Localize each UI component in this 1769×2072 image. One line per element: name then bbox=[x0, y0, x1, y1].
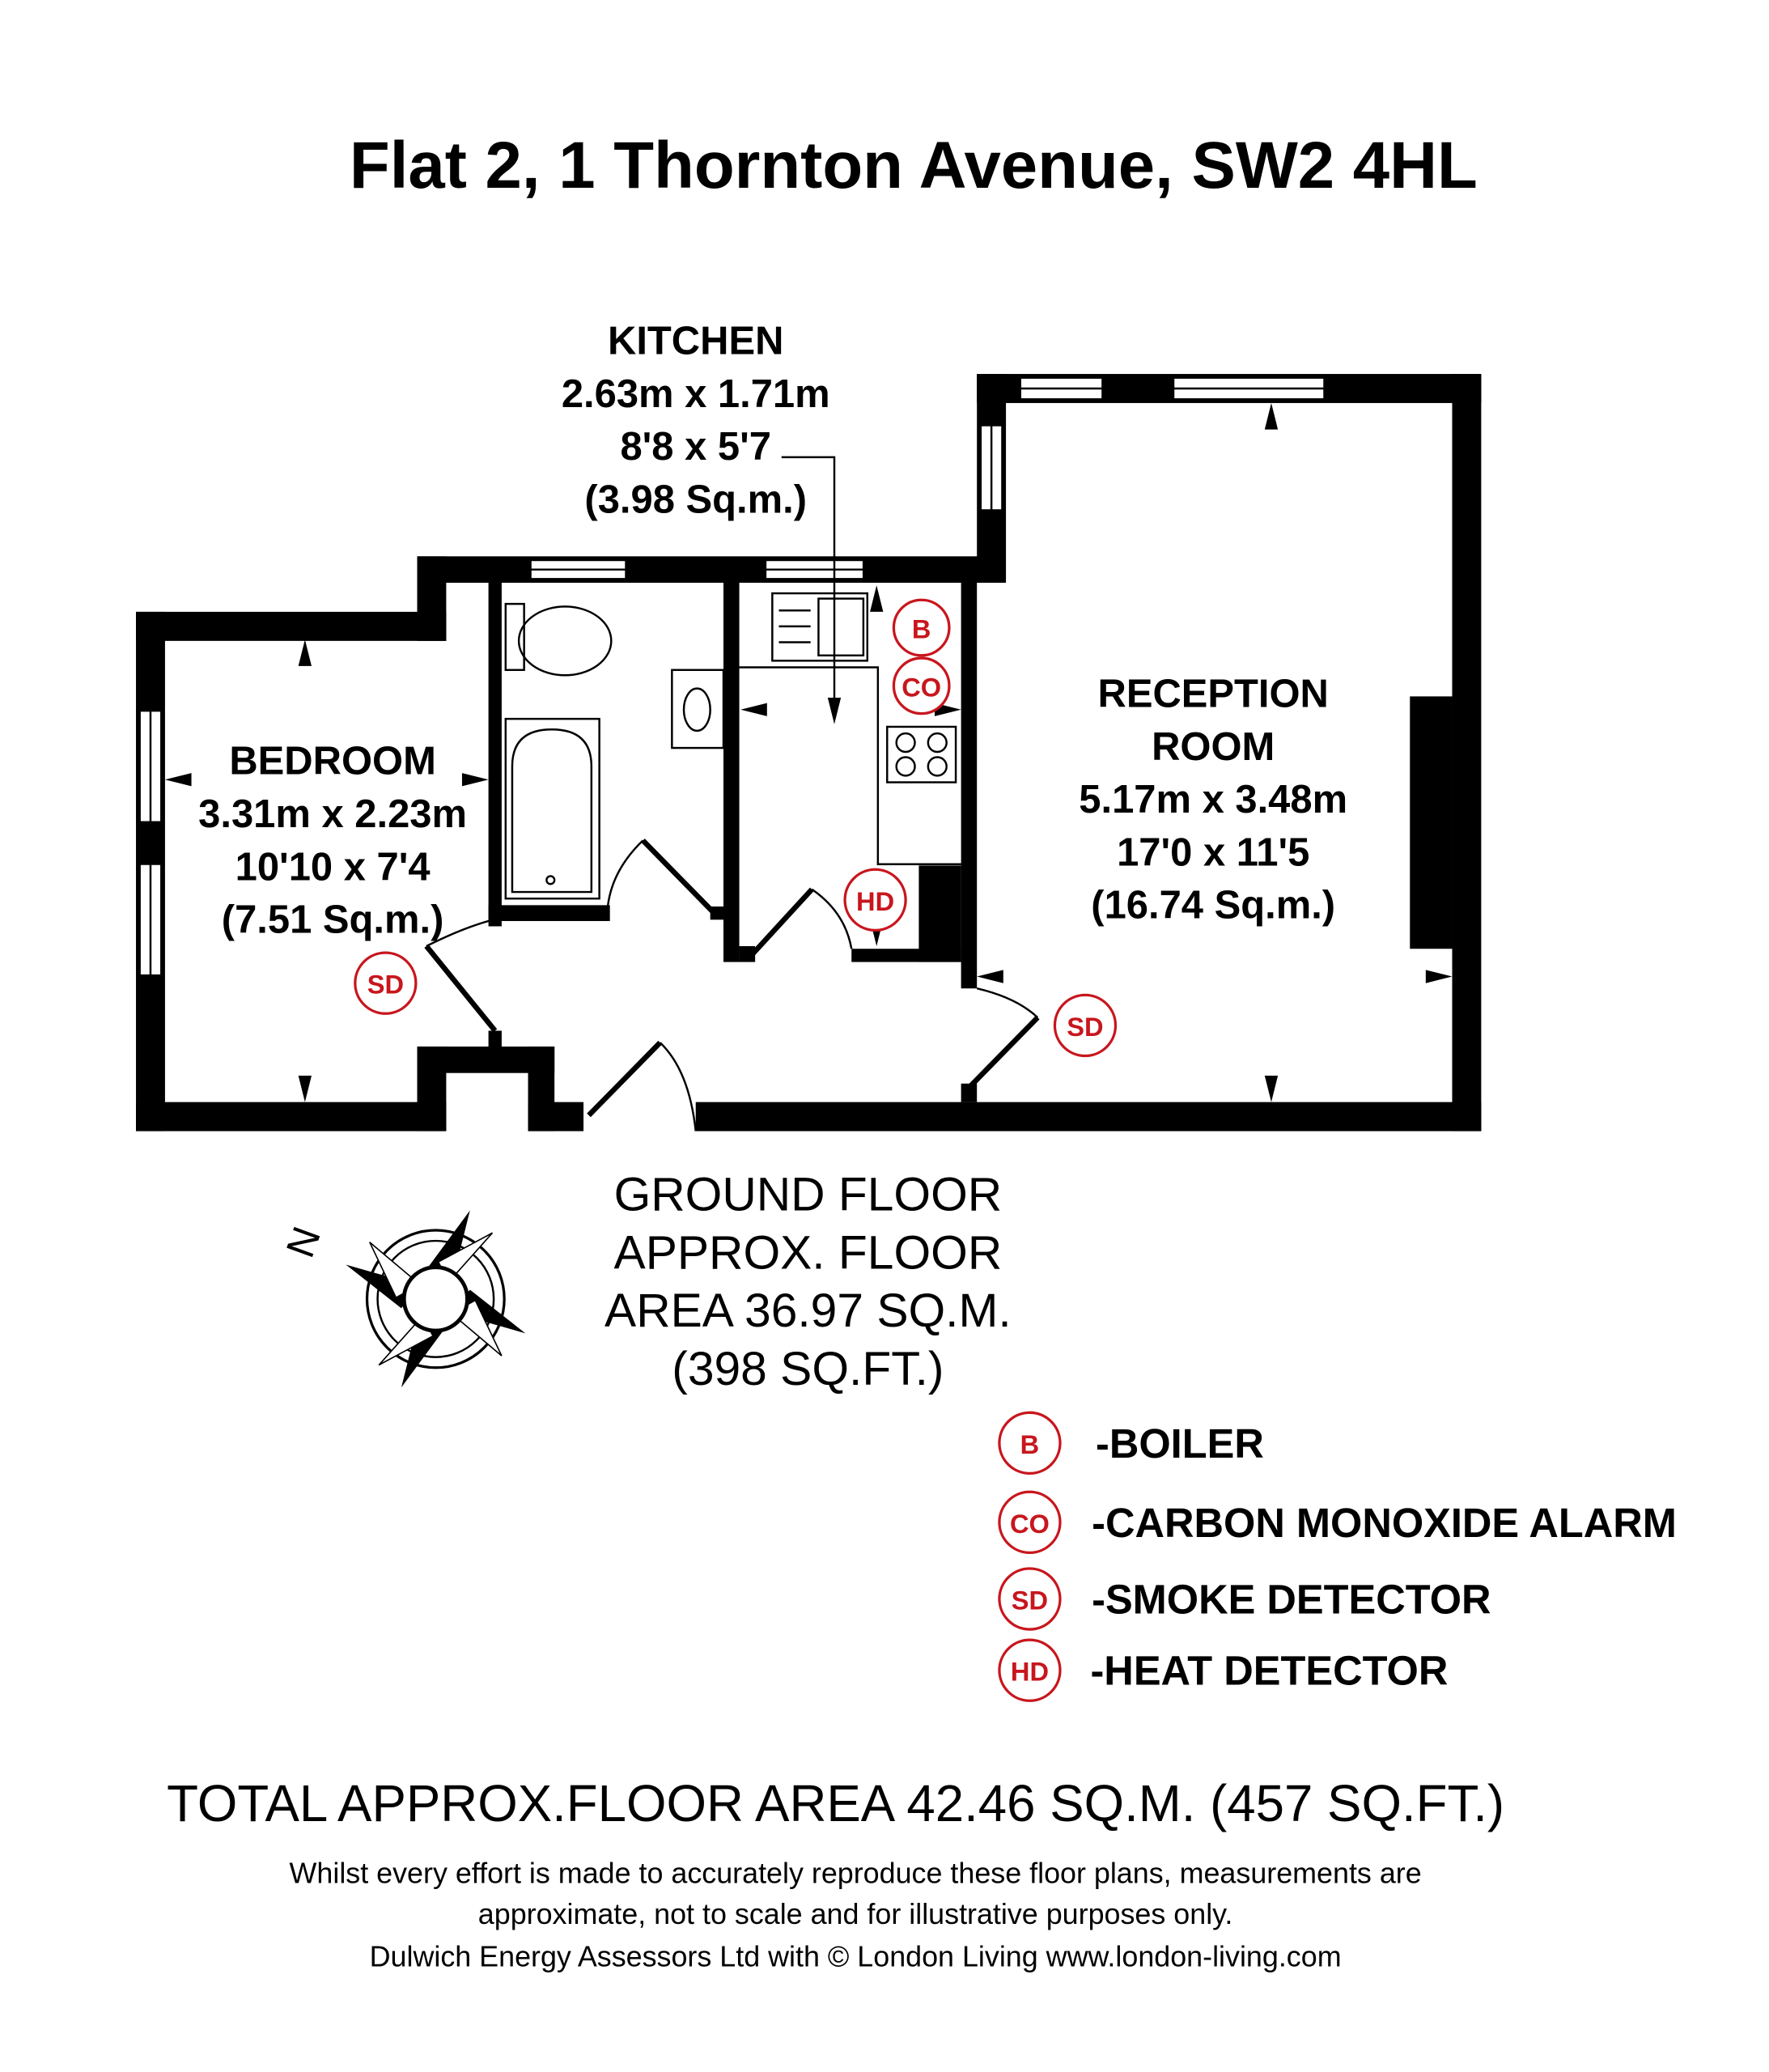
reception-label: RECEPTION ROOM 5.17m x 3.48m 17'0 x 11'5… bbox=[1079, 672, 1347, 927]
page-title: Flat 2, 1 Thornton Avenue, SW2 4HL bbox=[350, 129, 1478, 202]
basin-icon bbox=[671, 669, 725, 749]
hob-icon bbox=[886, 725, 957, 783]
reception-metric: 5.17m x 3.48m bbox=[1079, 778, 1347, 822]
bedroom-imperial: 10'10 x 7'4 bbox=[235, 845, 431, 889]
legend-item-smoke-detector: SD -SMOKE DETECTOR bbox=[998, 1567, 1491, 1631]
compass-north-label: N bbox=[278, 1221, 329, 1263]
floor-area-line: APPROX. FLOOR bbox=[614, 1226, 1003, 1279]
smoke-detector-badge-bedroom: SD bbox=[354, 951, 418, 1015]
smoke-detector-badge-reception: SD bbox=[1053, 993, 1118, 1058]
reception-area: (16.74 Sq.m.) bbox=[1091, 884, 1335, 928]
compass-icon: N bbox=[278, 1210, 526, 1388]
floor-area-summary: GROUND FLOOR APPROX. FLOOR AREA 36.97 SQ… bbox=[605, 1168, 1012, 1395]
bath-icon bbox=[504, 717, 600, 900]
credit-line: Dulwich Energy Assessors Ltd with © Lond… bbox=[370, 1940, 1342, 1972]
co-alarm-badge: CO bbox=[892, 656, 951, 715]
svg-text:CO: CO bbox=[901, 672, 941, 702]
reception-name: RECEPTION bbox=[1098, 672, 1329, 715]
legend-item-co-alarm: CO -CARBON MONOXIDE ALARM bbox=[998, 1490, 1677, 1554]
kitchen-name: KITCHEN bbox=[608, 320, 783, 363]
sink-icon bbox=[771, 592, 869, 662]
heat-detector-badge: HD bbox=[843, 868, 907, 932]
svg-text:CO: CO bbox=[1010, 1509, 1050, 1539]
bedroom-area: (7.51 Sq.m.) bbox=[222, 898, 444, 942]
svg-text:SD: SD bbox=[1067, 1012, 1103, 1042]
boiler-badge: B bbox=[892, 598, 951, 657]
kitchen-label: KITCHEN 2.63m x 1.71m 8'8 x 5'7 (3.98 Sq… bbox=[562, 320, 830, 522]
total-floor-area: TOTAL APPROX.FLOOR AREA 42.46 SQ.M. (457… bbox=[167, 1775, 1504, 1832]
svg-text:B: B bbox=[1020, 1429, 1040, 1459]
legend-item-boiler: B -BOILER bbox=[998, 1411, 1264, 1475]
fixtures bbox=[504, 592, 961, 900]
doors bbox=[424, 456, 1040, 1132]
reception-imperial: 17'0 x 11'5 bbox=[1117, 830, 1309, 874]
toilet-icon bbox=[504, 602, 525, 671]
kitchen-metric: 2.63m x 1.71m bbox=[562, 372, 830, 416]
disclaimer: Whilst every effort is made to accuratel… bbox=[290, 1858, 1422, 1973]
svg-text:HD: HD bbox=[856, 886, 894, 916]
svg-text:B: B bbox=[912, 614, 931, 644]
floor-area-sqft: (398 SQ.FT.) bbox=[672, 1343, 944, 1395]
svg-text:SD: SD bbox=[367, 970, 404, 1000]
bedroom-metric: 3.31m x 2.23m bbox=[198, 792, 467, 836]
svg-text:SD: SD bbox=[1012, 1586, 1048, 1616]
svg-text:-BOILER: -BOILER bbox=[1096, 1420, 1264, 1467]
svg-text:-SMOKE DETECTOR: -SMOKE DETECTOR bbox=[1092, 1576, 1491, 1622]
disclaimer-line: approximate, not to scale and for illust… bbox=[478, 1898, 1233, 1930]
reception-name-2: ROOM bbox=[1152, 725, 1275, 769]
bedroom-name: BEDROOM bbox=[229, 740, 435, 783]
legend: B -BOILER CO -CARBON MONOXIDE ALARM SD -SMO… bbox=[998, 1411, 1677, 1702]
legend-item-heat-detector: HD -HEAT DETECTOR bbox=[998, 1638, 1448, 1702]
svg-text:HD: HD bbox=[1011, 1657, 1049, 1687]
bedroom-label: BEDROOM 3.31m x 2.23m 10'10 x 7'4 (7.51 … bbox=[198, 740, 467, 942]
svg-text:-CARBON MONOXIDE ALARM: -CARBON MONOXIDE ALARM bbox=[1092, 1500, 1677, 1546]
kitchen-area: (3.98 Sq.m.) bbox=[584, 478, 807, 521]
windows bbox=[138, 376, 1326, 976]
floor-area-value: AREA 36.97 SQ.M. bbox=[605, 1284, 1012, 1337]
kitchen-imperial: 8'8 x 5'7 bbox=[620, 425, 770, 469]
floor-name: GROUND FLOOR bbox=[614, 1168, 1003, 1221]
disclaimer-line: Whilst every effort is made to accuratel… bbox=[290, 1858, 1422, 1890]
svg-text:-HEAT DETECTOR: -HEAT DETECTOR bbox=[1090, 1648, 1448, 1694]
